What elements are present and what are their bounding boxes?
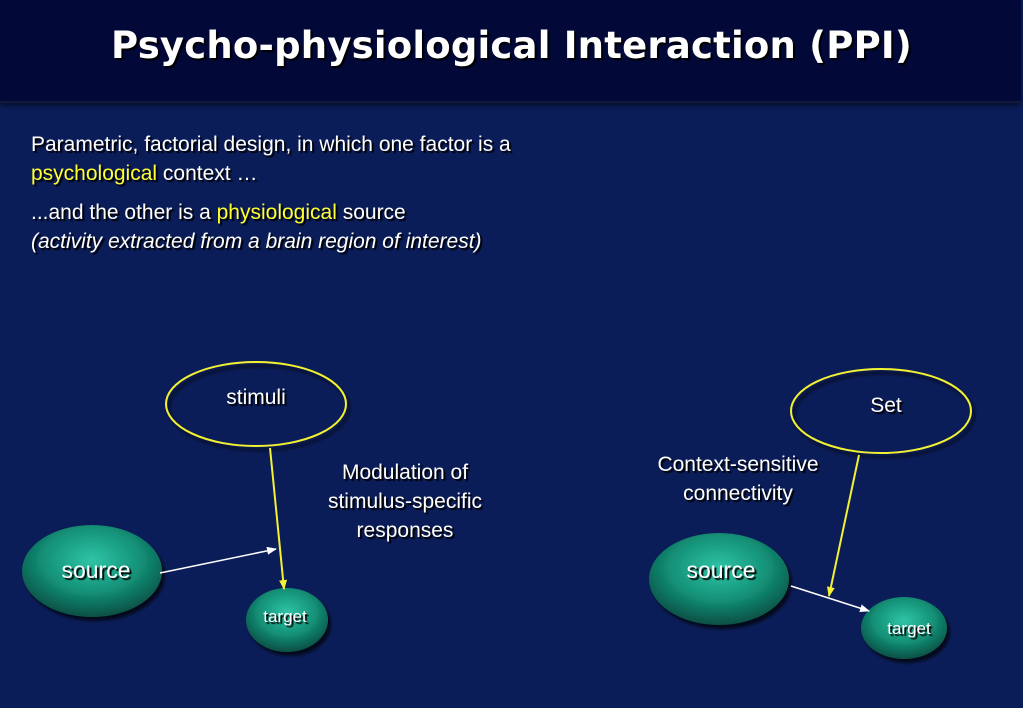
right-set-ellipse bbox=[790, 368, 972, 454]
intro-paragraph-2: ...and the other is a physiological sour… bbox=[31, 198, 482, 256]
left-caption-line-1: Modulation of bbox=[341, 461, 469, 484]
right-set-label: Set bbox=[870, 394, 902, 417]
left-caption-line-2: stimulus-specific bbox=[327, 490, 483, 513]
left-stimuli-label: stimuli bbox=[226, 386, 286, 409]
right-source-node bbox=[649, 533, 789, 625]
title-bar bbox=[0, 0, 1021, 103]
right-caption-line-2: connectivity bbox=[683, 482, 793, 505]
right-caption: Context-sensitive connectivity bbox=[628, 450, 848, 508]
right-source-label: source bbox=[686, 557, 756, 583]
left-connection-arrow bbox=[159, 546, 277, 574]
left-caption-line-3: responses bbox=[356, 519, 454, 542]
intro-highlight-physiological: physiological bbox=[216, 201, 337, 224]
right-caption-line-1: Context-sensitive bbox=[657, 453, 819, 476]
left-caption: Modulation of stimulus-specific response… bbox=[300, 458, 510, 545]
right-connection-arrow bbox=[790, 585, 870, 613]
intro-text-1a: Parametric, factorial design, in which o… bbox=[31, 133, 511, 156]
intro-text-2b: source bbox=[336, 201, 406, 224]
left-source-label: source bbox=[61, 557, 131, 583]
intro-highlight-psychological: psychological bbox=[31, 162, 158, 185]
left-stimuli-ellipse bbox=[165, 361, 347, 447]
slide-title: Psycho-physiological Interaction (PPI) bbox=[111, 24, 912, 67]
right-target-node bbox=[861, 597, 947, 659]
left-target-label: target bbox=[263, 607, 307, 626]
right-modulation-arrow bbox=[826, 454, 860, 597]
left-target-node bbox=[246, 588, 328, 652]
right-target-label: target bbox=[887, 619, 931, 638]
intro-text-1b: context … bbox=[157, 162, 258, 185]
intro-text-3: (activity extracted from a brain region … bbox=[31, 230, 482, 253]
intro-text-2a: ...and the other is a bbox=[31, 201, 217, 224]
left-modulation-arrow bbox=[269, 447, 288, 590]
intro-paragraph-1: Parametric, factorial design, in which o… bbox=[31, 130, 511, 188]
left-source-node bbox=[22, 525, 162, 617]
